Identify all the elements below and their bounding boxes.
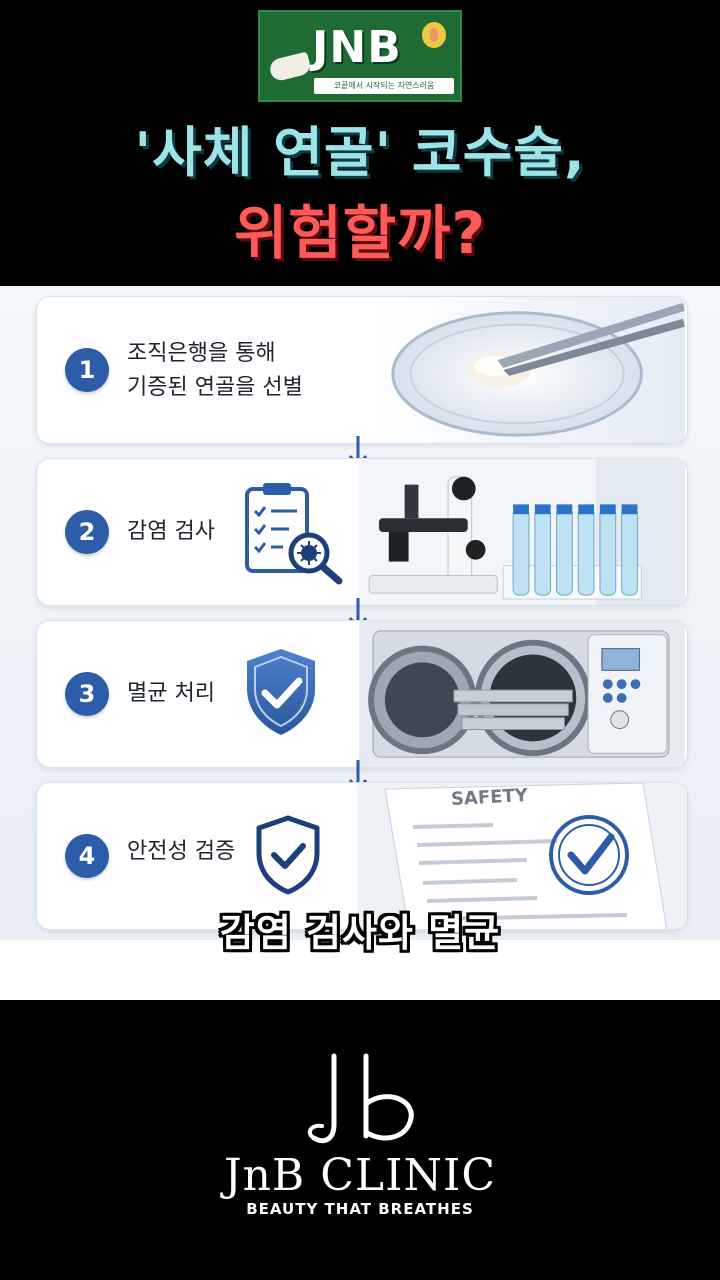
subtitle-caption: 감염 검사와 멸균: [219, 911, 501, 955]
header: JNB 코끝에서 시작되는 자연스러움 '사체 연골' 코수술, 위험할까?: [0, 0, 720, 286]
step-card-3: 3 멸균 처리: [36, 620, 688, 768]
title-line-1: '사체 연골' 코수술,: [134, 121, 586, 184]
title-line-2: 위험할까?: [233, 199, 487, 267]
clipboard-magnifier-icon: [245, 483, 343, 585]
safety-label: SAFETY: [450, 785, 529, 810]
step-3-text: 멸균 처리: [127, 681, 215, 706]
step-number-2: 2: [65, 510, 109, 554]
step-number-1: 1: [65, 348, 109, 392]
step-2-text: 감염 검사: [127, 519, 215, 544]
jnb-logo-badge: JNB 코끝에서 시작되는 자연스러움: [258, 10, 462, 102]
clinic-tagline: BEAUTY THAT BREATHES: [246, 1200, 474, 1218]
caption-background: [0, 940, 720, 1000]
footer: JnB CLINIC BEAUTY THAT BREATHES: [0, 1000, 720, 1280]
shield-check-outline-icon: [256, 815, 320, 895]
nose-icon: [422, 22, 446, 48]
step-number-3: 3: [65, 672, 109, 716]
safety-document-photo: SAFETY: [357, 783, 687, 929]
microscope-test-tubes-photo: [359, 459, 685, 605]
step-card-4: 4 안전성 검증 SAFETY: [36, 782, 688, 930]
step-number-4: 4: [65, 834, 109, 878]
logo-text: JNB: [312, 22, 402, 73]
jnb-monogram-icon: [307, 1053, 414, 1144]
step-1-line-2: 기증된 연골을 선별: [127, 375, 303, 400]
process-infographic: 1 조직은행을 통해 기증된 연골을 선별: [0, 286, 720, 940]
step-card-2: 2 감염 검사: [36, 458, 688, 606]
petri-dish-photo: [369, 297, 685, 443]
step-1-line-1: 조직은행을 통해: [127, 341, 276, 366]
shield-check-icon: [247, 649, 315, 735]
hand-icon: [267, 51, 313, 83]
step-4-text: 안전성 검증: [127, 839, 236, 864]
clinic-name: JnB CLINIC: [223, 1150, 497, 1201]
logo-tagline: 코끝에서 시작되는 자연스러움: [314, 78, 454, 94]
step-card-1: 1 조직은행을 통해 기증된 연골을 선별: [36, 296, 688, 444]
safety-document-illustration: [384, 783, 668, 929]
autoclave-photo: [359, 621, 685, 767]
step-1-text: 조직은행을 통해 기증된 연골을 선별: [127, 337, 303, 405]
